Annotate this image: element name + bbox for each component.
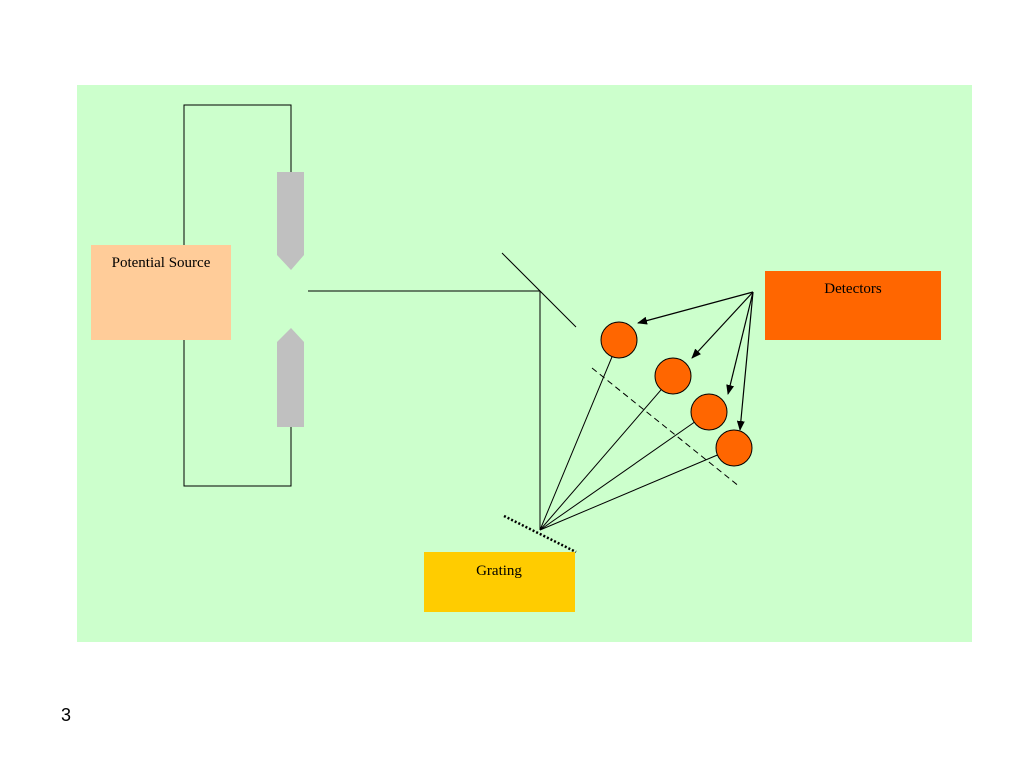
detector-circle-2	[654, 357, 692, 395]
detector-circle-3	[690, 393, 728, 431]
focal-plane	[591, 367, 741, 488]
ray-4	[539, 447, 735, 531]
ray-2	[539, 375, 674, 531]
circuit-wire	[183, 104, 292, 487]
dispersed-rays	[539, 339, 735, 531]
diagram-background	[77, 85, 972, 642]
grating-label: Grating	[476, 563, 522, 579]
detectors-label: Detectors	[824, 281, 882, 297]
detector-arrow-1	[637, 291, 754, 325]
detector-arrow-2	[691, 291, 754, 359]
grating-box	[424, 552, 575, 612]
slide-number: 3	[61, 705, 72, 725]
lower-electrode	[277, 328, 304, 427]
ray-3	[539, 411, 710, 531]
upper-electrode	[277, 172, 304, 270]
detector-arrows	[637, 291, 754, 431]
detector-arrow-3	[726, 291, 754, 395]
detector-circle-1	[600, 321, 638, 359]
detectors-box	[765, 271, 941, 340]
light-beam	[308, 290, 541, 530]
detector-circle-4	[715, 429, 753, 467]
potential-source-label: Potential Source	[112, 255, 211, 271]
detector-arrow-4	[736, 291, 754, 431]
detector-circles	[600, 321, 753, 467]
ray-1	[539, 339, 620, 531]
grating-surface	[503, 514, 577, 554]
mirror	[501, 252, 577, 328]
potential-source-box	[91, 245, 231, 340]
